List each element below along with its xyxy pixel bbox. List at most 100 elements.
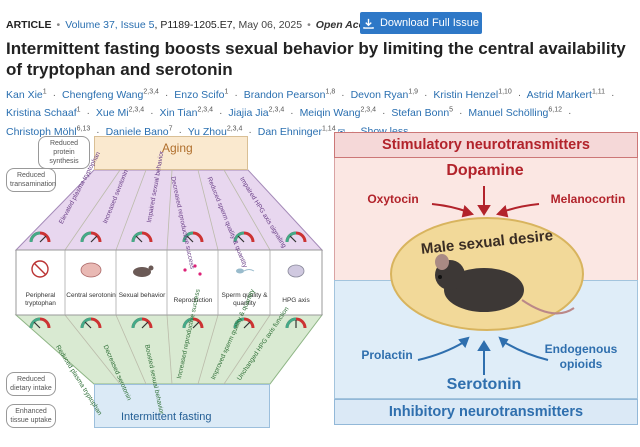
author-affiliation: 6,12 [548, 106, 563, 114]
author-link[interactable]: Xue Mi2,3,4 [95, 106, 145, 120]
bubble-dietary-intake: Reduced dietary intake [6, 372, 56, 396]
sperm-icon [236, 268, 255, 274]
author-name: Kristin Henzel [433, 88, 499, 101]
column-label: Central serotonin [66, 292, 116, 299]
author-name: Astrid Markert [526, 88, 592, 101]
article-meta: ARTICLE • Volume 37, Issue 5 , P1189-120… [6, 19, 382, 31]
neurotransmitter-panel: Stimulatory neurotransmitters Inhibitory… [334, 132, 640, 447]
column-label: Sexual behavior [118, 292, 166, 299]
serotonin-label: Serotonin [446, 376, 522, 393]
author-link[interactable]: Manuel Schölling6,12 [468, 106, 563, 120]
author-affiliation: 2,3,4 [226, 125, 243, 132]
author-name: Xin Tian [159, 107, 198, 119]
author-affiliation: 2,3,4 [268, 106, 285, 114]
endogenous-opioids-label: Endogenous opioids [544, 342, 618, 371]
author-affiliation: 1,14 [321, 125, 336, 132]
author-link[interactable]: Astrid Markert1,11 [526, 88, 606, 101]
author-affiliation: 1,8 [325, 88, 336, 95]
column-label: Peripheral tryptophan [25, 292, 56, 307]
column-label: HPG axis [282, 297, 310, 304]
pages: , P1189-1205.E7, [154, 19, 236, 31]
sperm-cells-icon [183, 264, 202, 276]
author-name: Kristina Schaaf [6, 107, 77, 119]
author-link[interactable]: Jiajia Jia2,3,4 [228, 106, 285, 120]
aging-vs-fasting-panel: Aging Intermittent fasting Reduced prote… [0, 132, 326, 447]
mouse-icon [133, 267, 151, 277]
author-affiliation: 2,3,4 [143, 88, 159, 95]
author-affiliation: 2,3,4 [360, 106, 377, 114]
volume-link[interactable]: Volume 37, Issue 5 [65, 19, 155, 31]
graphical-abstract: Aging Intermittent fasting Reduced prote… [0, 132, 640, 447]
brain-icon [80, 262, 102, 278]
aging-gauges [29, 231, 307, 243]
author-name: Brandon Pearson [243, 88, 326, 101]
author-affiliation: 1 [76, 106, 81, 114]
aging-box: Aging [94, 136, 248, 170]
fasting-label: Intermittent fasting [121, 411, 212, 423]
author-link[interactable]: Stefan Bonn5 [391, 106, 454, 120]
author-link[interactable]: Xin Tian2,3,4 [159, 106, 214, 120]
author-name: Stefan Bonn [391, 107, 450, 119]
mouse-icon [435, 254, 575, 315]
article-type: ARTICLE [6, 19, 52, 31]
author-link[interactable]: Dan Ehninger1,14✉ [257, 125, 346, 138]
author-link[interactable]: Kan Xie1 [6, 88, 47, 101]
author-name: Xue Mi [95, 107, 129, 119]
pub-date: May 06, 2025 [238, 19, 303, 31]
author-name: Enzo Scifo [174, 88, 225, 101]
inhibitory-arrows [417, 336, 549, 375]
author-link[interactable]: Meiqin Wang2,3,4 [299, 106, 377, 120]
author-name: Yu Zhou [187, 125, 227, 138]
oxytocin-label: Oxytocin [367, 192, 419, 206]
download-label: Download Full Issue [379, 17, 480, 29]
article-title: Intermittent fasting boosts sexual behav… [6, 39, 626, 79]
author-link[interactable]: Kristina Schaaf1 [6, 106, 81, 120]
author-link[interactable]: Brandon Pearson1,8 [243, 88, 336, 101]
author-name: Christoph Möhl [6, 125, 77, 138]
dopamine-label: Dopamine [446, 162, 524, 179]
author-affiliation: 5 [449, 106, 454, 114]
melanocortin-label: Melanocortin [550, 192, 626, 206]
column-icons [31, 260, 305, 278]
author-link[interactable]: Enzo Scifo1 [174, 88, 229, 101]
author-affiliation: 2,3,4 [197, 106, 214, 114]
author-link[interactable]: Kristin Henzel1,10 [433, 88, 512, 101]
inhibitory-header: Inhibitory neurotransmitters [334, 399, 638, 425]
author-link[interactable]: Yu Zhou2,3,4 [187, 125, 243, 138]
fasting-box: Intermittent fasting [94, 384, 270, 428]
author-name: Daniele Bano [105, 125, 169, 138]
author-affiliation: 1 [224, 88, 229, 95]
column-label: Sperm quality & quantity [221, 292, 268, 307]
author-affiliation: 6,13 [76, 125, 91, 132]
author-name: Jiajia Jia [228, 107, 269, 119]
prolactin-label: Prolactin [361, 348, 413, 362]
author-link[interactable]: Daniele Bano7 [105, 125, 173, 138]
author-affiliation: 1,11 [591, 88, 606, 95]
author-link[interactable]: Christoph Möhl6,13 [6, 125, 91, 138]
bubble-tissue-uptake: Enhanced tissue uptake [6, 404, 56, 428]
bubble-protein-synthesis: Reduced protein synthesis [38, 136, 90, 169]
aging-label: Aging [162, 141, 193, 155]
hpg-axis-icon [287, 264, 305, 278]
stimulatory-header: Stimulatory neurotransmitters [334, 132, 638, 158]
author-affiliation: 2,3,4 [128, 106, 145, 114]
download-full-issue-button[interactable]: Download Full Issue [360, 12, 482, 34]
author-affiliation: 1 [42, 88, 47, 95]
author-affiliation: 1,10 [498, 88, 512, 95]
author-name: Devon Ryan [350, 88, 409, 101]
fasting-gauges [29, 317, 307, 329]
author-name: Kan Xie [6, 88, 43, 101]
author-link[interactable]: Chengfeng Wang2,3,4 [62, 88, 159, 101]
desire-diagram [390, 186, 584, 375]
author-list: Kan Xie1 · Chengfeng Wang2,3,4 · Enzo Sc… [6, 88, 615, 138]
author-link[interactable]: Devon Ryan1,9 [350, 88, 419, 101]
download-icon [363, 18, 374, 29]
author-name: Meiqin Wang [299, 107, 361, 119]
email-icon[interactable]: ✉ [338, 127, 346, 137]
stimulatory-arrows [431, 186, 540, 218]
author-name: Manuel Schölling [468, 107, 549, 119]
author-name: Dan Ehninger [257, 125, 322, 138]
author-name: Chengfeng Wang [62, 88, 144, 101]
author-affiliation: 1,9 [408, 88, 419, 95]
author-affiliation: 7 [168, 125, 173, 132]
